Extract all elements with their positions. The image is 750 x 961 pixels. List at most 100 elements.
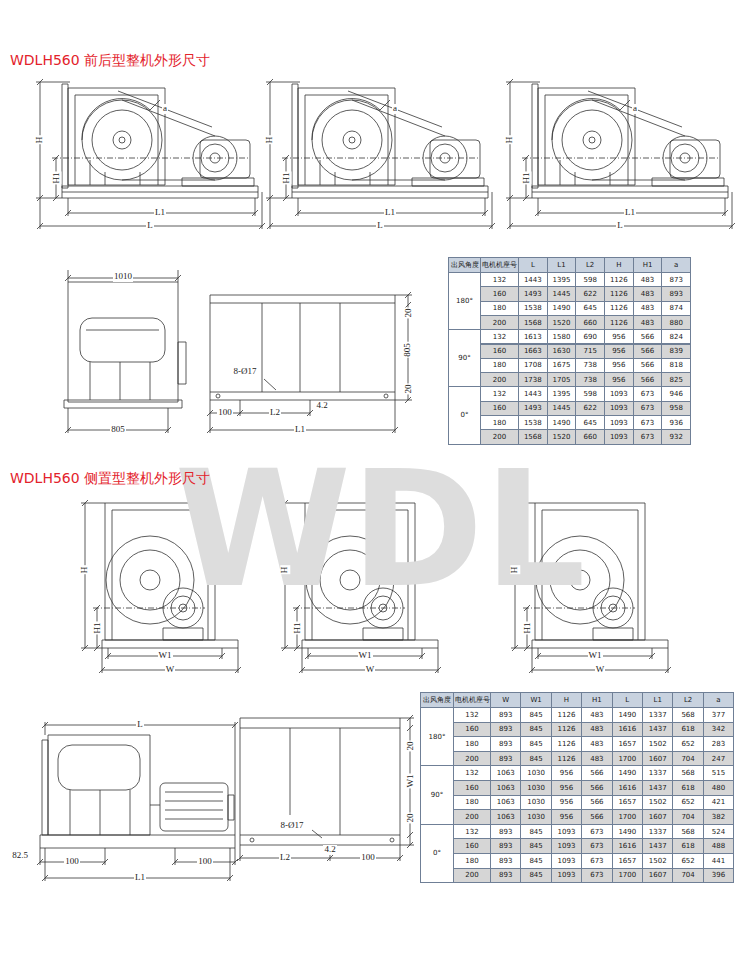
table-cell: 845 <box>520 707 551 723</box>
table-cell: 132 <box>453 765 491 781</box>
table-cell: 1030 <box>520 795 551 811</box>
table-cell: 715 <box>575 344 605 359</box>
table-cell: 483 <box>581 751 612 767</box>
drawing-line <box>262 303 263 392</box>
drawing-line <box>165 819 223 820</box>
table-cell: 1030 <box>520 765 551 781</box>
dimension-label: 4.2 <box>323 845 336 855</box>
dimension-label: W <box>595 665 606 675</box>
table-cell: 342 <box>703 722 734 738</box>
drawing-line <box>90 160 91 185</box>
drawing-rect <box>58 745 140 790</box>
drawing-path <box>37 722 238 881</box>
table-cell: 673 <box>633 415 663 430</box>
drawing-line <box>70 790 71 835</box>
dimension-label: H <box>35 136 45 145</box>
table-header: W1 <box>520 692 551 708</box>
drawing-line <box>400 718 414 719</box>
drawing-line <box>165 801 223 802</box>
drawing-circle <box>201 144 229 172</box>
drawing-rect <box>80 318 165 362</box>
drawing-line <box>36 82 70 83</box>
drawing-line <box>210 400 211 433</box>
drawing-rect <box>68 282 178 402</box>
table-cell: 160 <box>453 722 491 738</box>
table-cell: 180 <box>480 301 519 316</box>
dimension-label: H <box>510 566 520 575</box>
drawing-rect <box>42 740 48 835</box>
table-cell: 566 <box>633 372 663 387</box>
drawing-line <box>312 830 322 838</box>
drawing-line <box>122 100 215 136</box>
table-cell: 200 <box>453 809 491 825</box>
drawing-rect <box>48 735 150 835</box>
table-cell: 377 <box>703 707 734 723</box>
table-cell: 1616 <box>612 838 643 854</box>
table-cell: 1093 <box>551 853 582 869</box>
table-cell: 956 <box>604 329 634 344</box>
table-cell: 1490 <box>547 301 577 316</box>
table-header: 电机机座号 <box>453 692 491 708</box>
table-cell: 1493 <box>518 286 548 301</box>
table-cell: 1126 <box>551 751 582 767</box>
dimension-label: H <box>80 566 90 575</box>
table-cell: 1337 <box>642 765 673 781</box>
table-cell: 1063 <box>490 809 521 825</box>
table-cell: 645 <box>575 301 605 316</box>
drawing-line <box>340 728 341 835</box>
table-cell: 1705 <box>547 372 577 387</box>
table-cell: 247 <box>703 751 734 767</box>
drawing-line <box>290 728 291 815</box>
table-cell: 1568 <box>518 429 548 444</box>
table-cell: 180 <box>453 795 491 811</box>
table-cell: 1093 <box>604 401 634 416</box>
table-cell: 1063 <box>490 780 521 796</box>
table-cell: 0° <box>448 386 481 444</box>
table-cell: 200 <box>480 429 519 444</box>
drawing-line <box>230 848 231 881</box>
table-cell: 1657 <box>612 736 643 752</box>
table-cell: 932 <box>661 429 691 444</box>
plan-view <box>237 715 414 861</box>
table-cell: 673 <box>633 429 663 444</box>
table-cell: 1493 <box>518 401 548 416</box>
drawing-rect <box>163 628 203 640</box>
dimension-label: W <box>165 665 176 675</box>
front-back-unit <box>266 79 495 229</box>
table-cell: 566 <box>581 809 612 825</box>
table-cell: 1395 <box>547 272 577 287</box>
drawing-circle <box>140 570 160 590</box>
dimension-label: L1 <box>134 873 146 883</box>
table-header: a <box>661 257 691 273</box>
drawing-line <box>395 400 396 433</box>
dimension-label: H1 <box>522 621 532 634</box>
dimension-label: 100 <box>360 853 376 863</box>
table-cell: 1093 <box>551 868 582 884</box>
side-view <box>37 722 238 881</box>
table-cell: 1126 <box>604 286 634 301</box>
table-cell: 738 <box>575 372 605 387</box>
table-cell: 483 <box>633 286 663 301</box>
table-header: H1 <box>581 692 612 708</box>
dimension-label: H1 <box>521 171 531 184</box>
table-cell: 483 <box>581 707 612 723</box>
front-view <box>64 270 186 433</box>
dimension-label: W1 <box>158 651 173 661</box>
drawing-line <box>68 270 69 282</box>
table-cell: 568 <box>672 707 703 723</box>
drawing-line <box>300 303 301 392</box>
table-cell: 524 <box>703 824 734 840</box>
table-cell: 1093 <box>604 429 634 444</box>
table-cell: 704 <box>672 809 703 825</box>
table-cell: 1657 <box>612 795 643 811</box>
table-cell: 1126 <box>604 301 634 316</box>
dimension-label: L <box>616 221 624 231</box>
table-cell: 1030 <box>520 780 551 796</box>
table-cell: 160 <box>480 286 519 301</box>
table-cell: 568 <box>672 765 703 781</box>
dimension-label: 100 <box>197 857 213 867</box>
table-cell: 1538 <box>518 301 548 316</box>
drawing-line <box>340 303 341 392</box>
table-cell: 160 <box>453 780 491 796</box>
table-cell: 1437 <box>642 722 673 738</box>
